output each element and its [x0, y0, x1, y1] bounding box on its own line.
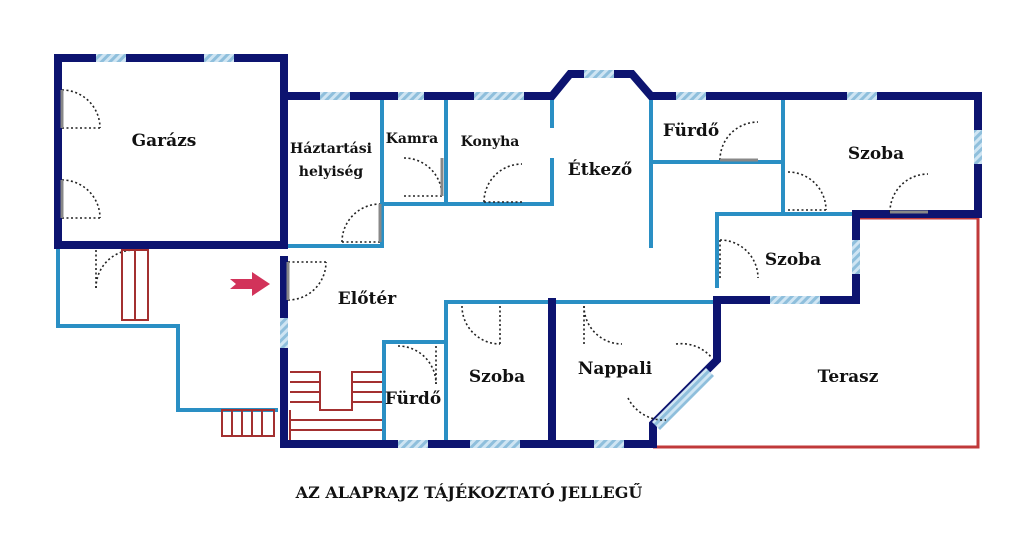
room-label-helyiseg: helyiség — [299, 164, 364, 180]
disclaimer-caption: AZ ALAPRAJZ TÁJÉKOZTATÓ JELLEGŰ — [295, 482, 643, 502]
interior-walls — [56, 98, 858, 446]
room-label-kamra: Kamra — [386, 131, 439, 147]
room-label-garazs: Garázs — [132, 131, 197, 151]
room-label-szoba-top-right: Szoba — [848, 144, 904, 164]
room-label-furdo-top: Fürdő — [663, 121, 719, 141]
windows — [96, 54, 982, 448]
room-label-szoba-mid-right: Szoba — [765, 250, 821, 270]
entrance-arrow-icon — [230, 272, 270, 296]
room-label-haztartasi: Háztartási — [290, 141, 372, 157]
room-label-nappali: Nappali — [578, 359, 653, 379]
room-label-terasz: Terasz — [818, 367, 879, 387]
stairs — [121, 249, 382, 440]
room-label-eloter: Előtér — [338, 289, 397, 309]
room-label-furdo-bottom: Fürdő — [385, 389, 441, 409]
room-label-etkezo: Étkező — [568, 159, 632, 180]
room-label-konyha: Konyha — [461, 134, 520, 150]
door-leaves — [60, 90, 928, 300]
room-label-szoba-bottom: Szoba — [469, 367, 525, 387]
